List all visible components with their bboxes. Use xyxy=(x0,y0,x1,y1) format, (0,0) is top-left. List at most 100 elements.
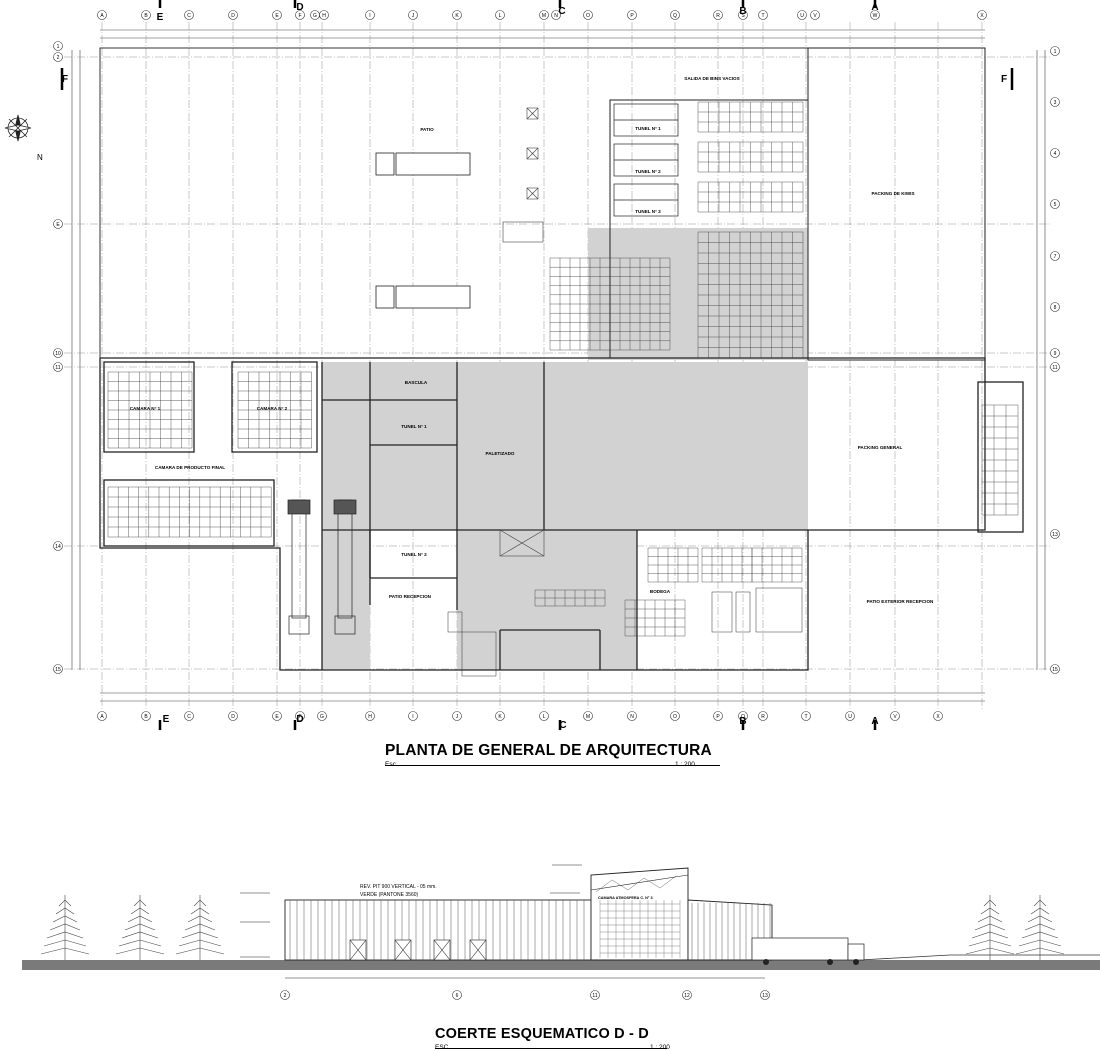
svg-text:O: O xyxy=(586,13,590,19)
room-labels: PATIO SALIDA DE BINS VACIOS TUNEL N° 1 T… xyxy=(130,76,934,604)
label-tunel1: TUNEL N° 1 xyxy=(401,424,427,429)
svg-text:11: 11 xyxy=(592,993,597,999)
svg-text:7: 7 xyxy=(1054,254,1057,260)
section-cut-markers xyxy=(60,0,1014,730)
section-axis-6: 6 xyxy=(452,990,462,1000)
right-axis-8: 8 xyxy=(1050,302,1060,312)
left-axis-15: 15 xyxy=(53,664,63,674)
section-esc-label: ESC. xyxy=(435,1044,451,1051)
bottom-axis-t: T xyxy=(801,711,811,721)
svg-text:8: 8 xyxy=(1054,305,1057,311)
section-mark-b-bottom: B xyxy=(739,716,746,727)
section-mark-e-top: E xyxy=(157,12,164,23)
svg-text:G: G xyxy=(320,714,324,720)
section-mark-f-left: F xyxy=(62,74,68,85)
svg-text:6: 6 xyxy=(456,993,459,999)
ground-band xyxy=(22,960,1100,970)
truck-icons xyxy=(375,152,471,309)
tunnel-units xyxy=(287,499,357,635)
svg-text:T: T xyxy=(804,714,807,720)
svg-text:F: F xyxy=(298,714,301,720)
svg-text:15: 15 xyxy=(55,667,61,673)
svg-text:5: 5 xyxy=(1054,202,1057,208)
svg-text:U: U xyxy=(848,714,852,720)
svg-text:R: R xyxy=(761,714,765,720)
svg-text:U: U xyxy=(800,13,804,19)
svg-text:Q: Q xyxy=(673,13,677,19)
bottom-axis-c: C xyxy=(184,711,194,721)
storage-cell-grids xyxy=(107,101,1019,637)
svg-text:D: D xyxy=(231,13,235,19)
top-tunnels xyxy=(613,103,679,217)
top-axis-t: T xyxy=(758,10,768,20)
top-axis-a: A xyxy=(97,10,107,20)
svg-text:N: N xyxy=(554,13,558,19)
svg-text:F: F xyxy=(298,13,301,19)
top-axis-h: H xyxy=(319,10,329,20)
bottom-axis-l: L xyxy=(539,711,549,721)
top-axis-w: W xyxy=(870,10,880,20)
section-mark-a-top: A xyxy=(871,2,878,13)
top-axis-p: P xyxy=(627,10,637,20)
north-label: N xyxy=(37,153,43,162)
svg-text:S: S xyxy=(741,13,745,19)
top-axis-f: F xyxy=(295,10,305,20)
section-mark-a-bottom: A xyxy=(871,716,878,727)
svg-text:Q: Q xyxy=(741,714,745,720)
right-axis-5: 5 xyxy=(1050,199,1060,209)
section-title: COERTE ESQUEMATICO D - D xyxy=(435,1026,649,1042)
section-axis-2: 2 xyxy=(280,990,290,1000)
svg-text:K: K xyxy=(498,714,502,720)
svg-text:W: W xyxy=(873,13,878,19)
section-mark-b-top: B xyxy=(739,6,746,17)
svg-text:E: E xyxy=(275,13,279,19)
top-axis-s: S xyxy=(738,10,748,20)
section-drawing: REV. PIT 900 VERTICAL - 05 mm. VERDE (PA… xyxy=(22,864,1100,1000)
svg-text:13: 13 xyxy=(762,993,768,999)
top-axis-l: L xyxy=(495,10,505,20)
section-title-block: COERTE ESQUEMATICO D - D ESC. 1 : 200 xyxy=(435,1026,695,1051)
section-axis-13: 13 xyxy=(760,990,770,1000)
bottom-axis-g: G xyxy=(317,711,327,721)
top-axis-u: U xyxy=(797,10,807,20)
bottom-axis-p: P xyxy=(713,711,723,721)
svg-text:X: X xyxy=(936,714,940,720)
top-axis-x: X xyxy=(977,10,987,20)
svg-text:L: L xyxy=(499,13,502,19)
svg-text:2: 2 xyxy=(284,993,287,999)
svg-text:1: 1 xyxy=(1054,49,1057,55)
section-note-line2: VERDE (PANTONE 3560) xyxy=(360,892,419,898)
top-axis-c: C xyxy=(184,10,194,20)
bottom-axis-f: F xyxy=(295,711,305,721)
svg-text:4: 4 xyxy=(1054,151,1057,157)
label-camara-producto: CAMARA DE PRODUCTO FINAL xyxy=(155,465,225,470)
bottom-axis-b: B xyxy=(141,711,151,721)
svg-text:B: B xyxy=(144,714,148,720)
section-mark-d-bottom: D xyxy=(296,714,303,725)
label-bascula: BASCULA xyxy=(405,380,428,385)
label-patio: PATIO xyxy=(420,127,434,132)
column-boxes xyxy=(499,107,545,557)
left-axis-11: 11 xyxy=(53,362,63,372)
top-axis-v: V xyxy=(810,10,820,20)
svg-text:L: L xyxy=(543,714,546,720)
svg-text:3: 3 xyxy=(1054,100,1057,106)
svg-text:G: G xyxy=(313,13,317,19)
bottom-axis-o: O xyxy=(670,711,680,721)
svg-text:11: 11 xyxy=(55,365,60,371)
label-bodega: BODEGA xyxy=(650,589,671,594)
right-axis-1: 1 xyxy=(1050,46,1060,56)
label-camara1: CAMARA N° 1 xyxy=(130,406,161,411)
left-axis-e: E xyxy=(53,219,63,229)
svg-text:12: 12 xyxy=(684,993,690,999)
svg-text:13: 13 xyxy=(1052,532,1058,538)
bottom-axis-d: D xyxy=(228,711,238,721)
svg-text:P: P xyxy=(716,714,720,720)
section-cut-letters: E D C B A F F E D C B A xyxy=(62,2,1007,731)
section-axis-12: 12 xyxy=(682,990,692,1000)
right-axis-11: 11 xyxy=(1050,362,1060,372)
